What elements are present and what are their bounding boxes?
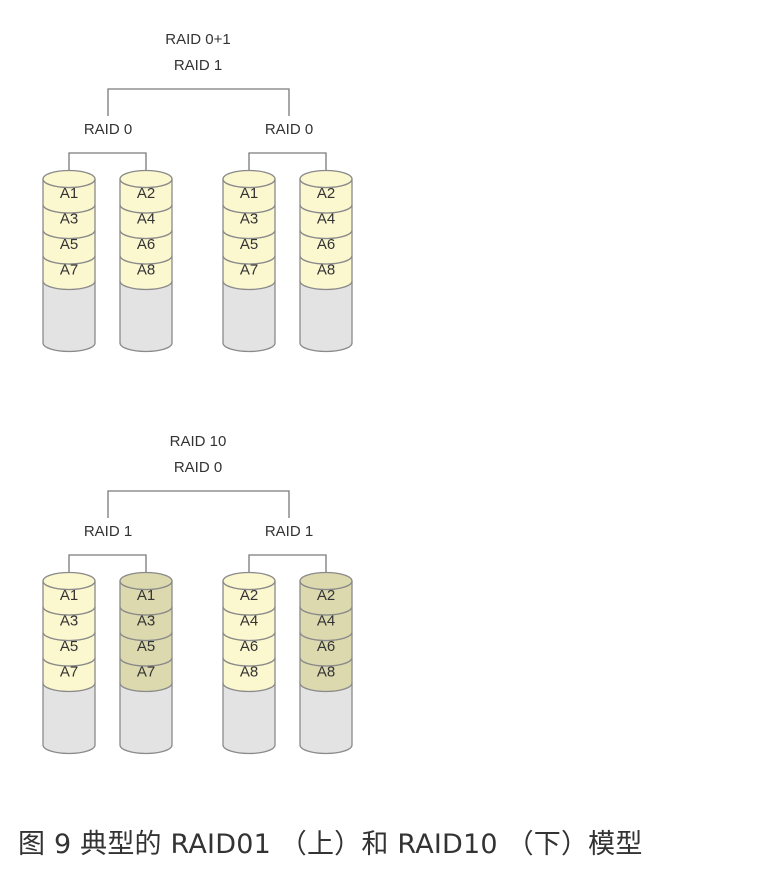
disk-body: [222, 280, 276, 353]
disk-body: [222, 682, 276, 755]
disk-body: [299, 682, 353, 755]
block-label: A8: [317, 262, 335, 279]
block-label: A7: [60, 262, 78, 279]
block-label: A7: [60, 664, 78, 681]
figure-caption: 图 9 典型的 RAID01 （上）和 RAID10 （下）模型: [18, 829, 643, 860]
disk: A8 A6 A4 A2: [119, 169, 173, 353]
block-label: A4: [317, 211, 335, 228]
disk: A8 A6 A4 A2: [299, 571, 353, 755]
disk-body: [42, 682, 96, 755]
block-label: A8: [137, 262, 155, 279]
block-label: A8: [317, 664, 335, 681]
disk-body: [119, 280, 173, 353]
block-label: A4: [317, 613, 335, 630]
block-label: A3: [137, 613, 155, 630]
block-label: A6: [317, 236, 335, 253]
disk: A7 A5 A3 A1: [222, 169, 276, 353]
connector-line: [68, 554, 147, 573]
block-label: A5: [240, 236, 258, 253]
block-label: A1: [60, 587, 78, 604]
group-label: RAID 0: [84, 121, 132, 138]
disk: A7 A5 A3 A1: [119, 571, 173, 755]
block-label: A3: [240, 211, 258, 228]
disk-top: [119, 169, 173, 189]
connector-line: [107, 88, 290, 116]
disk: A8 A6 A4 A2: [222, 571, 276, 755]
block-label: A3: [60, 613, 78, 630]
block-label: A7: [240, 262, 258, 279]
disk-top: [299, 169, 353, 189]
block-label: A1: [240, 185, 258, 202]
diagram-title: RAID 0+1: [165, 31, 230, 48]
disk-top: [42, 169, 96, 189]
connector-line: [68, 152, 147, 171]
block-label: A4: [240, 613, 258, 630]
block-label: A2: [137, 185, 155, 202]
diagram-subtitle: RAID 0: [174, 459, 222, 476]
block-label: A2: [317, 185, 335, 202]
group-label: RAID 1: [265, 523, 313, 540]
block-label: A6: [317, 638, 335, 655]
disk: A7 A5 A3 A1: [42, 571, 96, 755]
block-label: A1: [60, 185, 78, 202]
disk-body: [119, 682, 173, 755]
disk-top: [119, 571, 173, 591]
disk-top: [42, 571, 96, 591]
block-label: A6: [137, 236, 155, 253]
disk-top: [222, 169, 276, 189]
diagram-title: RAID 10: [170, 433, 227, 450]
group-label: RAID 0: [265, 121, 313, 138]
disk-body: [299, 280, 353, 353]
diagram-subtitle: RAID 1: [174, 57, 222, 74]
group-label: RAID 1: [84, 523, 132, 540]
disk-body: [42, 280, 96, 353]
block-label: A3: [60, 211, 78, 228]
disk-top: [222, 571, 276, 591]
disk: A7 A5 A3 A1: [42, 169, 96, 353]
block-label: A6: [240, 638, 258, 655]
disk-top: [299, 571, 353, 591]
connector-line: [248, 554, 327, 573]
block-label: A2: [317, 587, 335, 604]
block-label: A5: [60, 236, 78, 253]
block-label: A2: [240, 587, 258, 604]
block-label: A7: [137, 664, 155, 681]
block-label: A5: [60, 638, 78, 655]
block-label: A5: [137, 638, 155, 655]
block-label: A1: [137, 587, 155, 604]
block-label: A8: [240, 664, 258, 681]
connector-line: [107, 490, 290, 518]
connector-line: [248, 152, 327, 171]
disk: A8 A6 A4 A2: [299, 169, 353, 353]
block-label: A4: [137, 211, 155, 228]
